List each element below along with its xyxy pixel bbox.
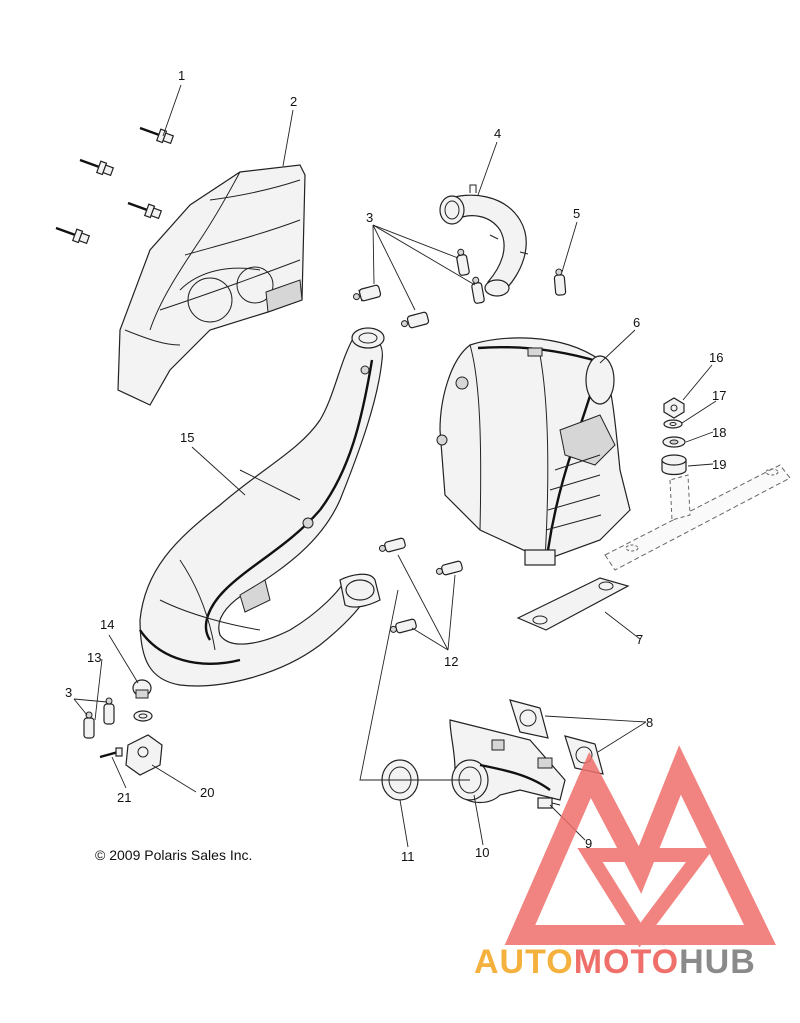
callout-8: 8: [646, 715, 653, 730]
callout-19: 19: [712, 457, 726, 472]
callout-15: 15: [180, 430, 194, 445]
bushing-part-18: [662, 436, 686, 448]
callout-3-lower: 3: [65, 685, 72, 700]
callout-18: 18: [712, 425, 726, 440]
callout-11: 11: [401, 849, 415, 864]
sensor-bracket-part-20: [125, 734, 163, 776]
callout-2: 2: [290, 94, 297, 109]
callout-4: 4: [494, 126, 501, 141]
washer-part-13: [133, 710, 153, 722]
callout-10: 10: [475, 845, 489, 860]
watermark-text-auto: AUTO: [474, 943, 574, 981]
screw-part-21: [99, 747, 123, 759]
plug-part-14: [132, 679, 152, 699]
springs-part-3-top: [352, 248, 485, 329]
callout-21: 21: [117, 790, 131, 805]
rivets-part-1: [55, 126, 175, 245]
callout-13: 13: [87, 650, 101, 665]
callout-20: 20: [200, 785, 214, 800]
copyright-notice: © 2009 Polaris Sales Inc.: [95, 847, 252, 863]
callout-3-top: 3: [366, 210, 373, 225]
callout-1: 1: [178, 68, 185, 83]
spring-part-5: [553, 268, 567, 296]
watermark-wordmark: AUTOMOTOHUB: [474, 943, 756, 981]
springs-part-12: [378, 537, 463, 634]
callout-12: 12: [444, 654, 458, 669]
watermark-text-hub: HUB: [679, 943, 756, 981]
callout-7: 7: [636, 632, 643, 647]
silencer-part-6: [436, 337, 631, 566]
leader-lines: [73, 84, 717, 848]
elbow-pipe-part-4: [439, 184, 529, 297]
manifold-part-10: [449, 719, 566, 804]
callout-5: 5: [573, 206, 580, 221]
callout-labels: 1 2 3 4 5 6 16 17 18 19 15 7 12 14 13 3 …: [65, 68, 726, 864]
bracket-plate-part-7: [516, 577, 630, 631]
watermark-triangle-icon: [504, 745, 776, 948]
watermark-text-moto: MOTO: [574, 943, 679, 981]
callout-17: 17: [712, 388, 726, 403]
frame-bracket-reference: [604, 464, 791, 571]
springs-part-3-lower: [83, 697, 115, 739]
nut-part-16: [663, 397, 685, 419]
automotohub-watermark: AUTOMOTOHUB: [474, 745, 776, 981]
exhaust-pipe-part-15: [139, 327, 385, 687]
callout-9: 9: [585, 836, 592, 851]
washer-part-17: [663, 419, 683, 429]
heat-shield-part-2: [117, 164, 306, 406]
callout-16: 16: [709, 350, 723, 365]
grommet-part-19: [661, 454, 687, 476]
callout-6: 6: [633, 315, 640, 330]
bolt-part-9: [537, 797, 561, 809]
callout-14: 14: [100, 617, 114, 632]
